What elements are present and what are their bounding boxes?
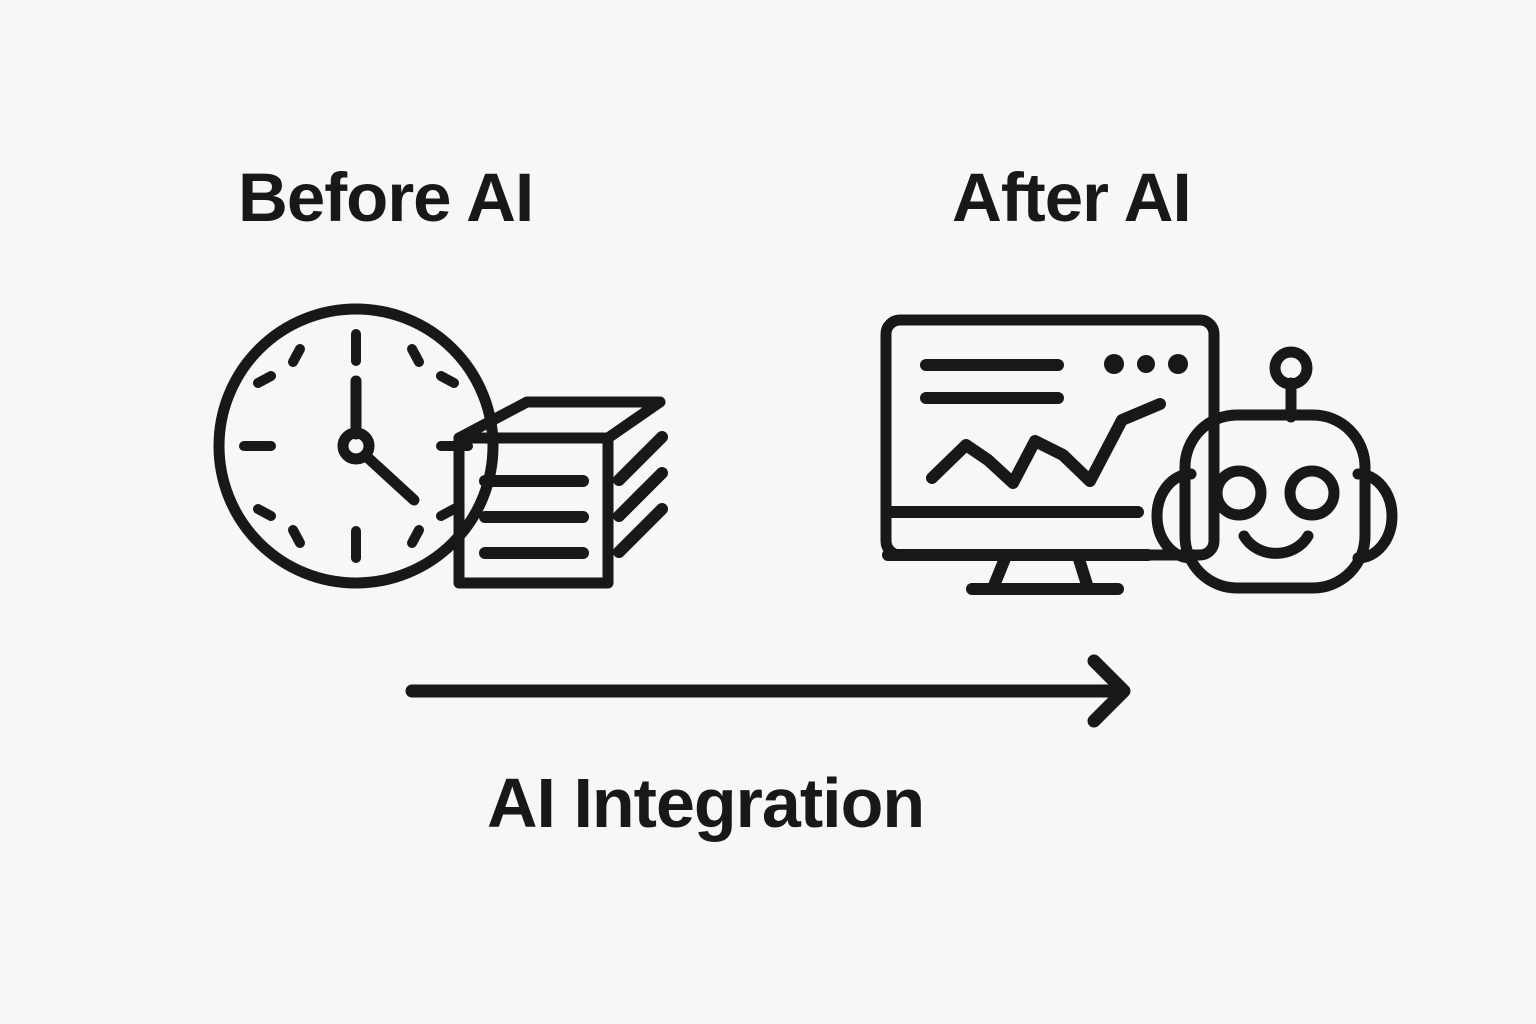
monitor-frame <box>880 314 1220 561</box>
window-dot-2 <box>1137 355 1155 373</box>
paper-text-lines <box>479 475 589 559</box>
window-dot-1 <box>1104 354 1124 374</box>
robot-smile <box>1238 530 1314 559</box>
robot-head-outline <box>1179 409 1371 594</box>
robot-ear-left <box>1151 468 1197 564</box>
ai-integration-caption: AI Integration <box>487 764 925 842</box>
paper-stack-edges <box>613 431 668 558</box>
clock-tick-marks <box>239 329 473 563</box>
paper-top-face <box>453 396 666 444</box>
arrow-head <box>1087 654 1131 728</box>
before-ai-label: Before AI <box>238 159 534 236</box>
after-ai-label: After AI <box>952 159 1192 236</box>
monitor-stand <box>882 549 1154 595</box>
paper-stack-icon <box>453 396 668 589</box>
monitor-window-dots <box>1104 354 1188 374</box>
monitor-line-chart <box>926 398 1166 489</box>
monitor-stand-leg-left <box>987 550 1012 594</box>
robot-eye-left <box>1211 465 1267 521</box>
monitor-stand-leg-right <box>1072 550 1094 594</box>
clock-icon <box>213 303 499 589</box>
robot-antenna-bulb <box>1269 346 1313 390</box>
robot-ear-right <box>1352 468 1398 564</box>
robot-head-icon <box>1151 346 1398 594</box>
clock-face-circle <box>213 303 499 589</box>
window-dot-3 <box>1168 354 1188 374</box>
monitor-dashboard-icon <box>880 314 1220 595</box>
clock-center-hub <box>337 427 375 465</box>
paper-front-face <box>453 432 614 589</box>
right-arrow <box>405 654 1131 728</box>
monitor-screen-text-lines <box>920 359 1064 404</box>
robot-eye-right <box>1284 465 1340 521</box>
clock-minute-hand <box>360 450 420 506</box>
